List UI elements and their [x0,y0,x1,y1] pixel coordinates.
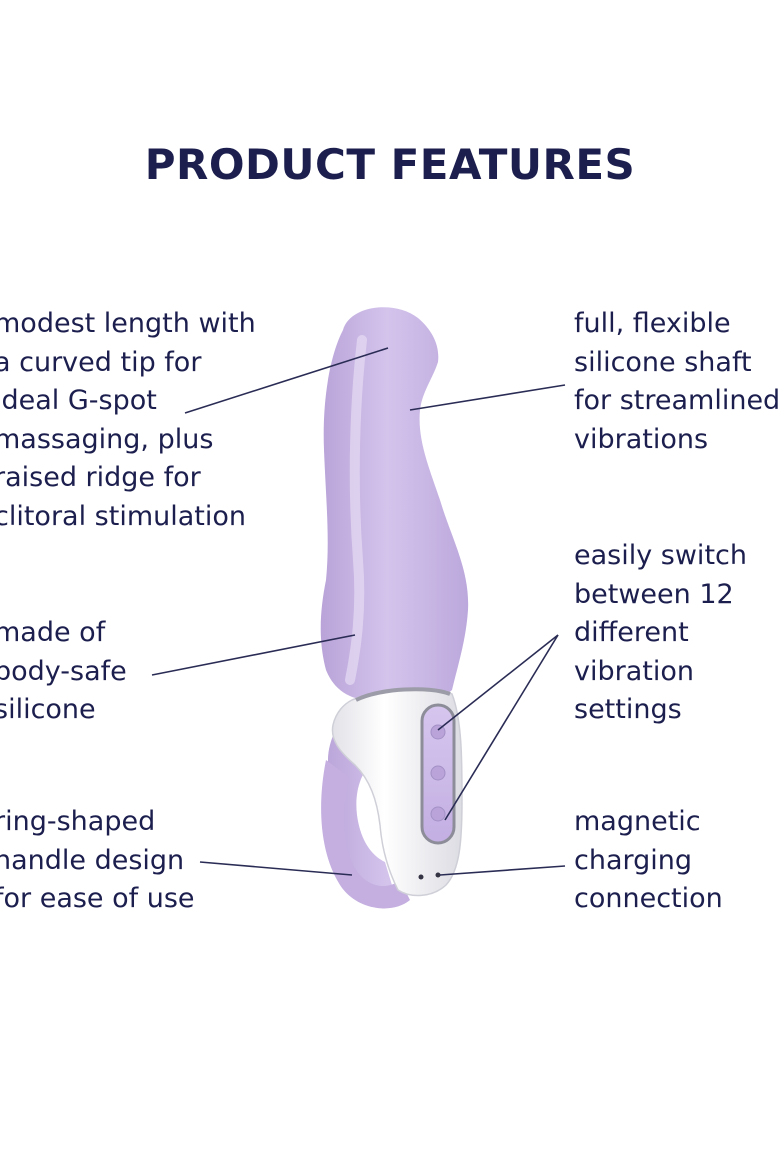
feature-magnetic-charging: magnetic charging connection [574,806,723,915]
callout-line-switch-1 [437,634,559,731]
feature-flexible-shaft: full, flexible silicone shaft for stream… [574,308,780,455]
plus-button-icon[interactable] [430,724,446,740]
callout-line-switch-2 [444,634,559,821]
callout-line-tip [184,347,389,414]
callout-line-body [151,634,356,676]
feature-body-safe: made of body-safe silicone [0,617,127,726]
feature-ring-handle: ring-shaped handle design for ease of us… [0,806,195,915]
callout-line-shaft [409,384,566,411]
charging-contact-icon [418,874,424,880]
page-title: PRODUCT FEATURES [144,140,636,189]
callout-line-charge [439,865,566,876]
power-button-icon[interactable] [430,765,446,781]
minus-button-icon[interactable] [430,806,446,822]
feature-vibration-settings: easily switch between 12 different vibra… [574,540,747,726]
ring-handle [321,760,410,909]
feature-curved-tip: modest length with a curved tip for idea… [0,308,256,532]
callout-line-ring [199,861,353,876]
